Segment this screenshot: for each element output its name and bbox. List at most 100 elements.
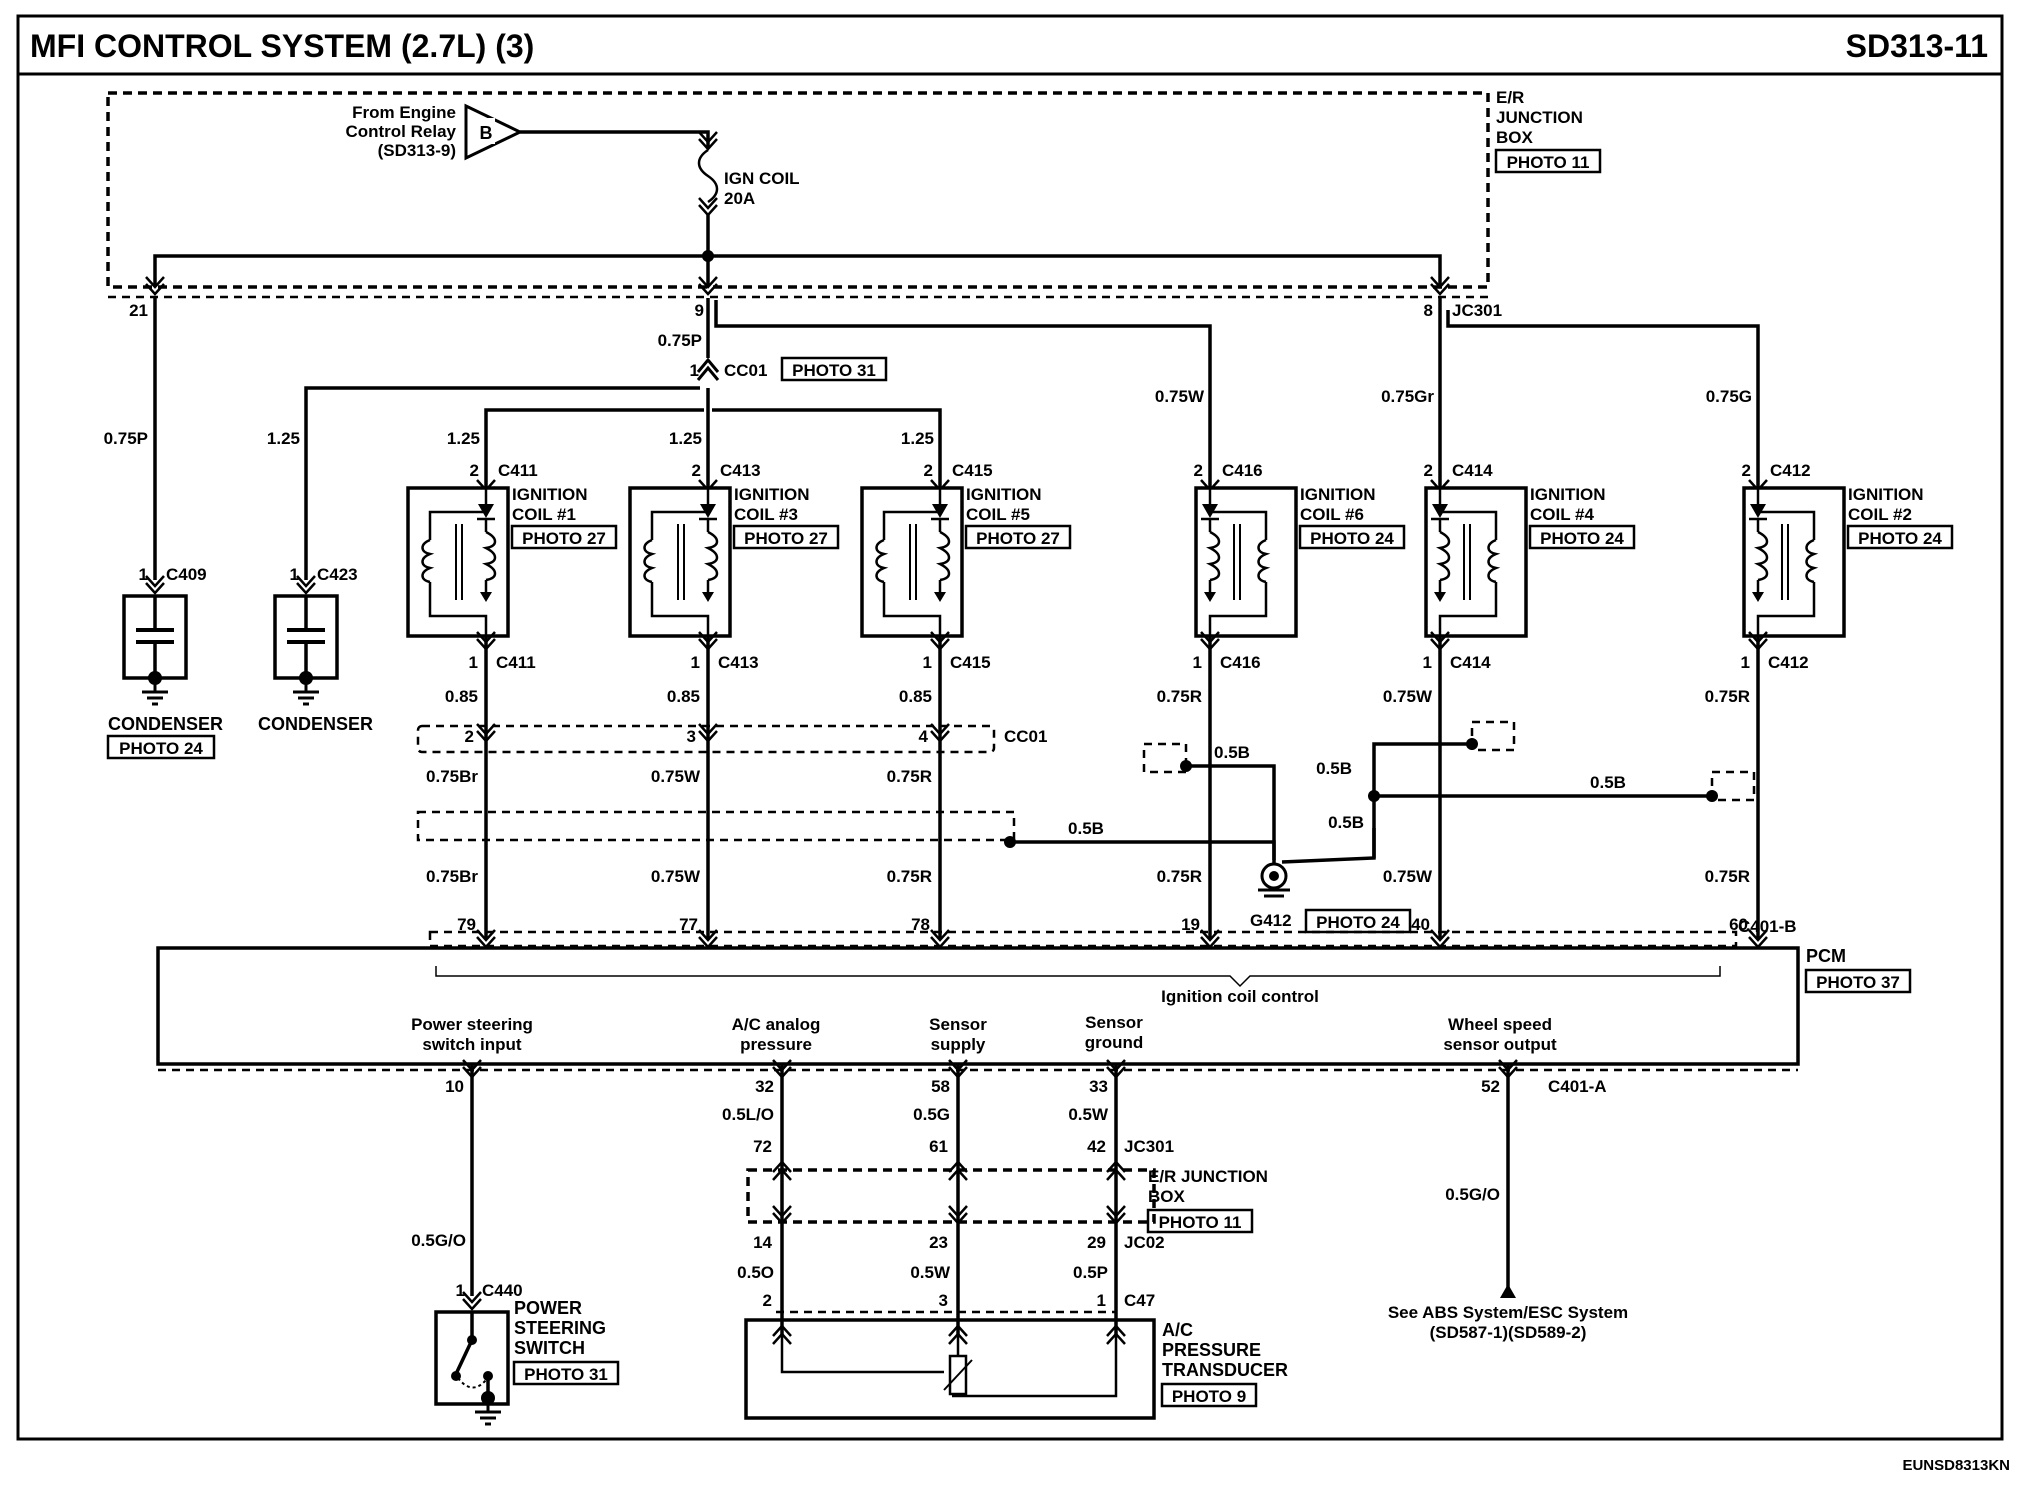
svg-text:0.75Br: 0.75Br bbox=[426, 767, 478, 786]
svg-text:COIL #3: COIL #3 bbox=[734, 505, 798, 524]
svg-text:C416: C416 bbox=[1222, 461, 1263, 480]
svg-text:1: 1 bbox=[1741, 653, 1750, 672]
condenser-2-label: CONDENSER bbox=[258, 714, 373, 734]
svg-text:77: 77 bbox=[679, 915, 698, 934]
svg-text:C414: C414 bbox=[1450, 653, 1491, 672]
svg-text:42: 42 bbox=[1087, 1137, 1106, 1156]
svg-text:0.75W: 0.75W bbox=[651, 767, 701, 786]
svg-text:BOX: BOX bbox=[1496, 128, 1534, 147]
svg-text:C411: C411 bbox=[496, 653, 536, 672]
svg-text:1: 1 bbox=[1193, 653, 1202, 672]
coil-6-photo: PHOTO 24 bbox=[1858, 529, 1942, 548]
svg-text:0.5L/O: 0.5L/O bbox=[722, 1105, 774, 1124]
jc301-top-label: JC301 bbox=[1452, 301, 1502, 320]
svg-text:IGNITION: IGNITION bbox=[1848, 485, 1924, 504]
page-code: SD313-11 bbox=[1846, 28, 1988, 64]
footer-id: EUNSD8313KN bbox=[1902, 1457, 2010, 1474]
svg-text:0.5W: 0.5W bbox=[1068, 1105, 1109, 1124]
svg-text:72: 72 bbox=[753, 1137, 772, 1156]
svg-text:SWITCH: SWITCH bbox=[514, 1338, 585, 1358]
svg-text:C47: C47 bbox=[1124, 1291, 1155, 1310]
ground-network: 0.5B 0.5B 0.5B 0.5B 0.5B G412 PHOTO 24 bbox=[416, 720, 1756, 934]
svg-text:BOX: BOX bbox=[1148, 1187, 1186, 1206]
svg-text:COIL #1: COIL #1 bbox=[512, 505, 576, 524]
svg-text:19: 19 bbox=[1181, 915, 1200, 934]
svg-text:IGNITION: IGNITION bbox=[966, 485, 1042, 504]
svg-text:32: 32 bbox=[755, 1077, 774, 1096]
svg-text:IGNITION: IGNITION bbox=[1530, 485, 1606, 504]
coil-1-photo: PHOTO 27 bbox=[522, 529, 606, 548]
svg-text:60: 60 bbox=[1729, 915, 1748, 934]
coil-4-photo: PHOTO 24 bbox=[1310, 529, 1394, 548]
pcm-top-connector: C401-B bbox=[1738, 917, 1797, 936]
svg-text:COIL #6: COIL #6 bbox=[1300, 505, 1364, 524]
svg-text:3: 3 bbox=[687, 727, 696, 746]
svg-text:29: 29 bbox=[1087, 1233, 1106, 1252]
svg-text:ground: ground bbox=[1085, 1033, 1144, 1052]
svg-text:2: 2 bbox=[763, 1291, 772, 1310]
ground-g412-photo: PHOTO 24 bbox=[1316, 913, 1400, 932]
svg-text:0.75R: 0.75R bbox=[1157, 687, 1202, 706]
svg-text:52: 52 bbox=[1481, 1077, 1500, 1096]
condenser-1-photo: PHOTO 24 bbox=[119, 739, 203, 758]
svg-text:0.75G: 0.75G bbox=[1706, 387, 1752, 406]
condenser-c409: 1 C409 CONDENSER PHOTO 24 bbox=[106, 565, 223, 760]
condenser-1-label: CONDENSER bbox=[108, 714, 223, 734]
jbox-top-photo: PHOTO 11 bbox=[1507, 153, 1590, 172]
svg-text:(SD313-9): (SD313-9) bbox=[378, 141, 456, 160]
header-bar: MFI CONTROL SYSTEM (2.7L) (3) SD313-11 bbox=[16, 14, 2004, 76]
svg-text:1: 1 bbox=[691, 653, 700, 672]
svg-text:E/R: E/R bbox=[1496, 88, 1524, 107]
svg-text:2: 2 bbox=[1742, 461, 1751, 480]
svg-text:0.75R: 0.75R bbox=[1157, 867, 1202, 886]
svg-text:1: 1 bbox=[139, 565, 148, 584]
svg-text:COIL #4: COIL #4 bbox=[1530, 505, 1594, 524]
svg-text:0.75R: 0.75R bbox=[887, 767, 932, 786]
svg-text:Power steering: Power steering bbox=[411, 1015, 533, 1034]
svg-text:IGNITION: IGNITION bbox=[512, 485, 588, 504]
svg-text:0.85: 0.85 bbox=[667, 687, 700, 706]
svg-text:C423: C423 bbox=[317, 565, 358, 584]
svg-text:A/C: A/C bbox=[1162, 1320, 1193, 1340]
svg-text:C440: C440 bbox=[482, 1281, 523, 1300]
svg-text:(SD587-1)(SD589-2): (SD587-1)(SD589-2) bbox=[1430, 1323, 1587, 1342]
svg-text:C413: C413 bbox=[720, 461, 761, 480]
svg-text:1.25: 1.25 bbox=[267, 429, 300, 448]
svg-text:B: B bbox=[480, 123, 493, 143]
svg-text:61: 61 bbox=[929, 1137, 948, 1156]
svg-text:0.75Gr: 0.75Gr bbox=[1381, 387, 1434, 406]
ps-switch-photo: PHOTO 31 bbox=[524, 1365, 608, 1384]
svg-text:IGNITION: IGNITION bbox=[734, 485, 810, 504]
svg-text:1: 1 bbox=[456, 1281, 465, 1300]
svg-text:C412: C412 bbox=[1768, 653, 1809, 672]
condenser-c423: 1 C423 CONDENSER bbox=[258, 565, 373, 734]
svg-text:1.25: 1.25 bbox=[447, 429, 480, 448]
svg-text:switch input: switch input bbox=[422, 1035, 522, 1054]
ign-coil-fuse: IGN COIL 20A bbox=[697, 130, 800, 217]
svg-text:0.5B: 0.5B bbox=[1590, 773, 1626, 792]
svg-text:C416: C416 bbox=[1220, 653, 1261, 672]
svg-text:JUNCTION: JUNCTION bbox=[1496, 108, 1583, 127]
jbox-top-outline bbox=[106, 91, 1490, 289]
svg-text:Control Relay: Control Relay bbox=[345, 122, 456, 141]
fuse-rating: 20A bbox=[724, 189, 755, 208]
svg-text:0.75P: 0.75P bbox=[104, 429, 148, 448]
svg-text:pressure: pressure bbox=[740, 1035, 812, 1054]
pin-9: 9 bbox=[695, 301, 704, 320]
svg-text:0.5B: 0.5B bbox=[1214, 743, 1250, 762]
pin-8: 8 bbox=[1424, 301, 1433, 320]
svg-text:C411: C411 bbox=[498, 461, 538, 480]
svg-text:78: 78 bbox=[911, 915, 930, 934]
svg-text:JC02: JC02 bbox=[1124, 1233, 1165, 1252]
svg-text:0.75P: 0.75P bbox=[658, 331, 702, 350]
svg-text:JC301: JC301 bbox=[1124, 1137, 1174, 1156]
cc01-label: CC01 bbox=[724, 361, 767, 380]
svg-text:Sensor: Sensor bbox=[1085, 1013, 1143, 1032]
svg-text:0.5B: 0.5B bbox=[1068, 819, 1104, 838]
